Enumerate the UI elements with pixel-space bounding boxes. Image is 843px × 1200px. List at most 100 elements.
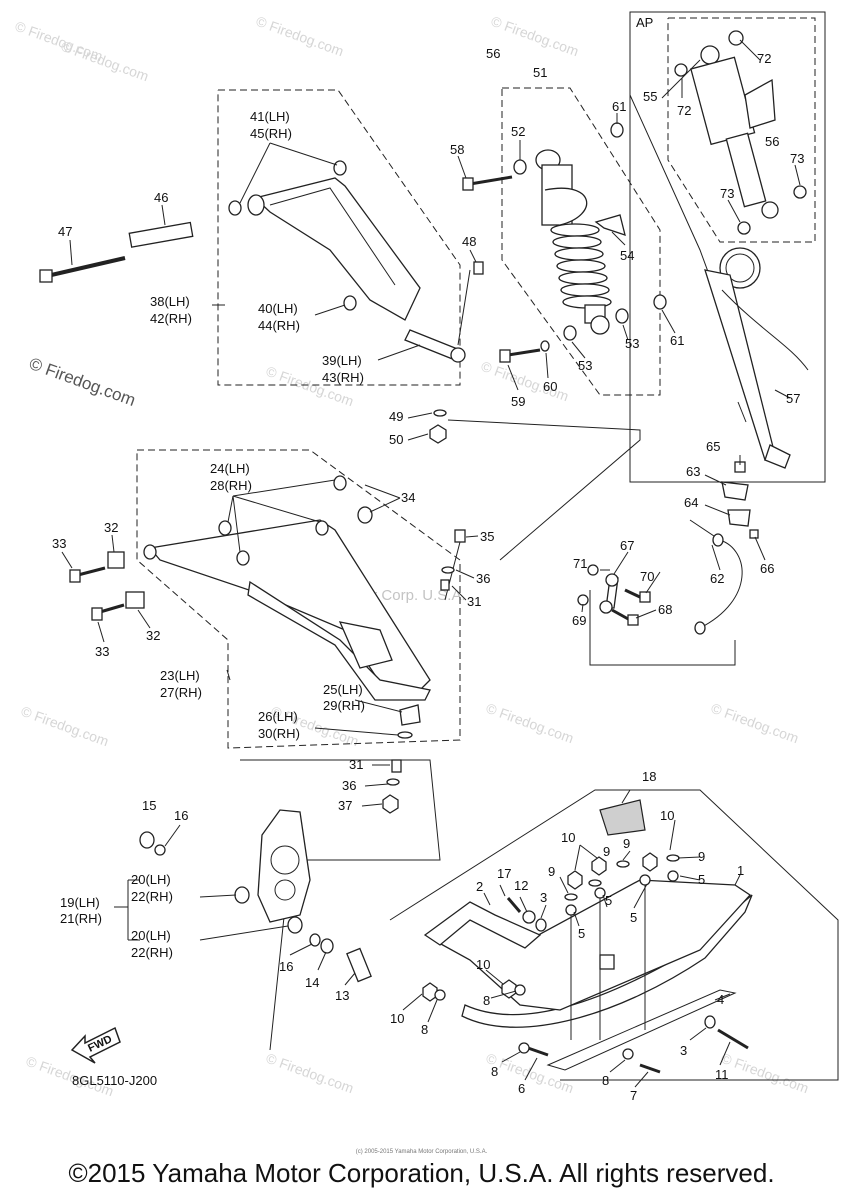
callout-19: 19(LH): [60, 895, 100, 910]
collar-46: [128, 221, 194, 248]
callout-2: 2: [476, 879, 483, 894]
washer-36: [386, 778, 400, 786]
washer-8: [518, 1042, 530, 1054]
pump-body-57: [704, 269, 776, 461]
callout-23: 23(LH): [160, 668, 200, 683]
gauge-face: [725, 253, 755, 283]
bolt-70-head: [639, 591, 651, 603]
callout-4: 4: [717, 992, 724, 1007]
bolt-59: [507, 348, 541, 357]
bushing-24-28: [315, 520, 329, 536]
callout-43: 43(RH): [322, 370, 364, 385]
ap-shock-rod: [725, 132, 767, 208]
callout-30: 30(RH): [258, 726, 300, 741]
spindle-group-outline: [240, 759, 441, 1051]
callout-54: 54: [620, 248, 634, 263]
callout-41: 41(LH): [250, 109, 290, 124]
callout-16: 16: [174, 808, 188, 823]
nut-10: [422, 982, 438, 1002]
callout-8: 8: [483, 993, 490, 1008]
callout-28: 28(RH): [210, 478, 252, 493]
cable-end: [712, 533, 724, 547]
callout-25: 25(LH): [323, 682, 363, 697]
callout-18: 18: [642, 769, 656, 784]
callout-22: 22(RH): [131, 889, 173, 904]
link-67-bottom: [599, 600, 613, 614]
collar-52: [513, 159, 527, 175]
ball-stud-48: [457, 269, 471, 346]
washer-16: [309, 933, 321, 947]
spindle-hole: [274, 879, 296, 901]
washer-8: [622, 1048, 634, 1060]
bolt-17: [506, 897, 522, 913]
watermark: © Firedog.com: [489, 13, 581, 60]
callout-56: 56: [486, 46, 500, 61]
bolt-58-head: [462, 177, 474, 191]
callout-22: 22(RH): [131, 945, 173, 960]
callout-10: 10: [390, 1011, 404, 1026]
callout-34: 34: [401, 490, 415, 505]
collar-34: [357, 506, 373, 524]
collar-31: [391, 759, 402, 773]
callout-33: 33: [52, 536, 66, 551]
shock-lower-eye: [590, 315, 610, 335]
callout-73: 73: [790, 151, 804, 166]
collar-31: [440, 579, 450, 591]
nut-10: [567, 870, 583, 890]
bolt-33: [77, 566, 106, 577]
callout-1: 1: [737, 863, 744, 878]
washer-9: [616, 860, 630, 868]
ski-body-1: [428, 879, 751, 1011]
callout-39: 39(LH): [322, 353, 362, 368]
lower-a-arm: [69, 475, 466, 814]
callout-5: 5: [630, 910, 637, 925]
nut-50: [429, 424, 447, 444]
callout-68: 68: [658, 602, 672, 617]
bushing: [247, 194, 265, 216]
fwd-arrow-shape: [70, 1026, 121, 1064]
callout-20: 20(LH): [131, 928, 171, 943]
ball-joint-end: [450, 347, 466, 363]
spindle: [139, 809, 372, 983]
ap-label: AP: [636, 15, 653, 30]
callout-31: 31: [467, 594, 481, 609]
nut-71: [587, 564, 599, 576]
copyright-notice: ©2015 Yamaha Motor Corporation, U.S.A. A…: [68, 1158, 775, 1188]
callout-53: 53: [578, 358, 592, 373]
callout-9: 9: [623, 836, 630, 851]
washer-8: [434, 989, 446, 1001]
callout-12: 12: [514, 878, 528, 893]
bushing-14: [320, 938, 334, 954]
callout-27: 27(RH): [160, 685, 202, 700]
watermark: © Firedog.com: [719, 1050, 811, 1097]
leader-line: [447, 419, 641, 561]
upper-a-arm: [39, 160, 484, 444]
shock-spring: [550, 223, 612, 309]
callout-67: 67: [620, 538, 634, 553]
callout-3: 3: [540, 890, 547, 905]
bolt-70: [624, 588, 643, 600]
callout-5: 5: [578, 926, 585, 941]
bolt-33-head: [69, 569, 81, 583]
bracket-64: [727, 509, 751, 527]
nut-61: [610, 122, 624, 138]
callout-11: 11: [715, 1067, 729, 1082]
nut-12: [522, 910, 536, 924]
callout-labels: AP 56 51 41(LH) 45(RH) 61 52 58 46 47 48…: [52, 15, 804, 1103]
lower-arm-group-outline: [136, 449, 461, 749]
shock-hose: [544, 187, 588, 226]
callout-72: 72: [677, 103, 691, 118]
callout-72: 72: [757, 51, 771, 66]
cable-62: [689, 519, 743, 629]
callout-32: 32: [104, 520, 118, 535]
steering-link: [577, 461, 759, 635]
ski: [422, 799, 753, 1074]
ski-mount: [599, 954, 615, 970]
washer-16: [154, 844, 166, 856]
bushing-15: [139, 831, 155, 849]
shock-absorber: [462, 122, 667, 363]
bolt-33: [99, 603, 125, 614]
ap-shock-body: [690, 56, 756, 146]
callout-57: 57: [786, 391, 800, 406]
collar-73: [737, 221, 751, 235]
